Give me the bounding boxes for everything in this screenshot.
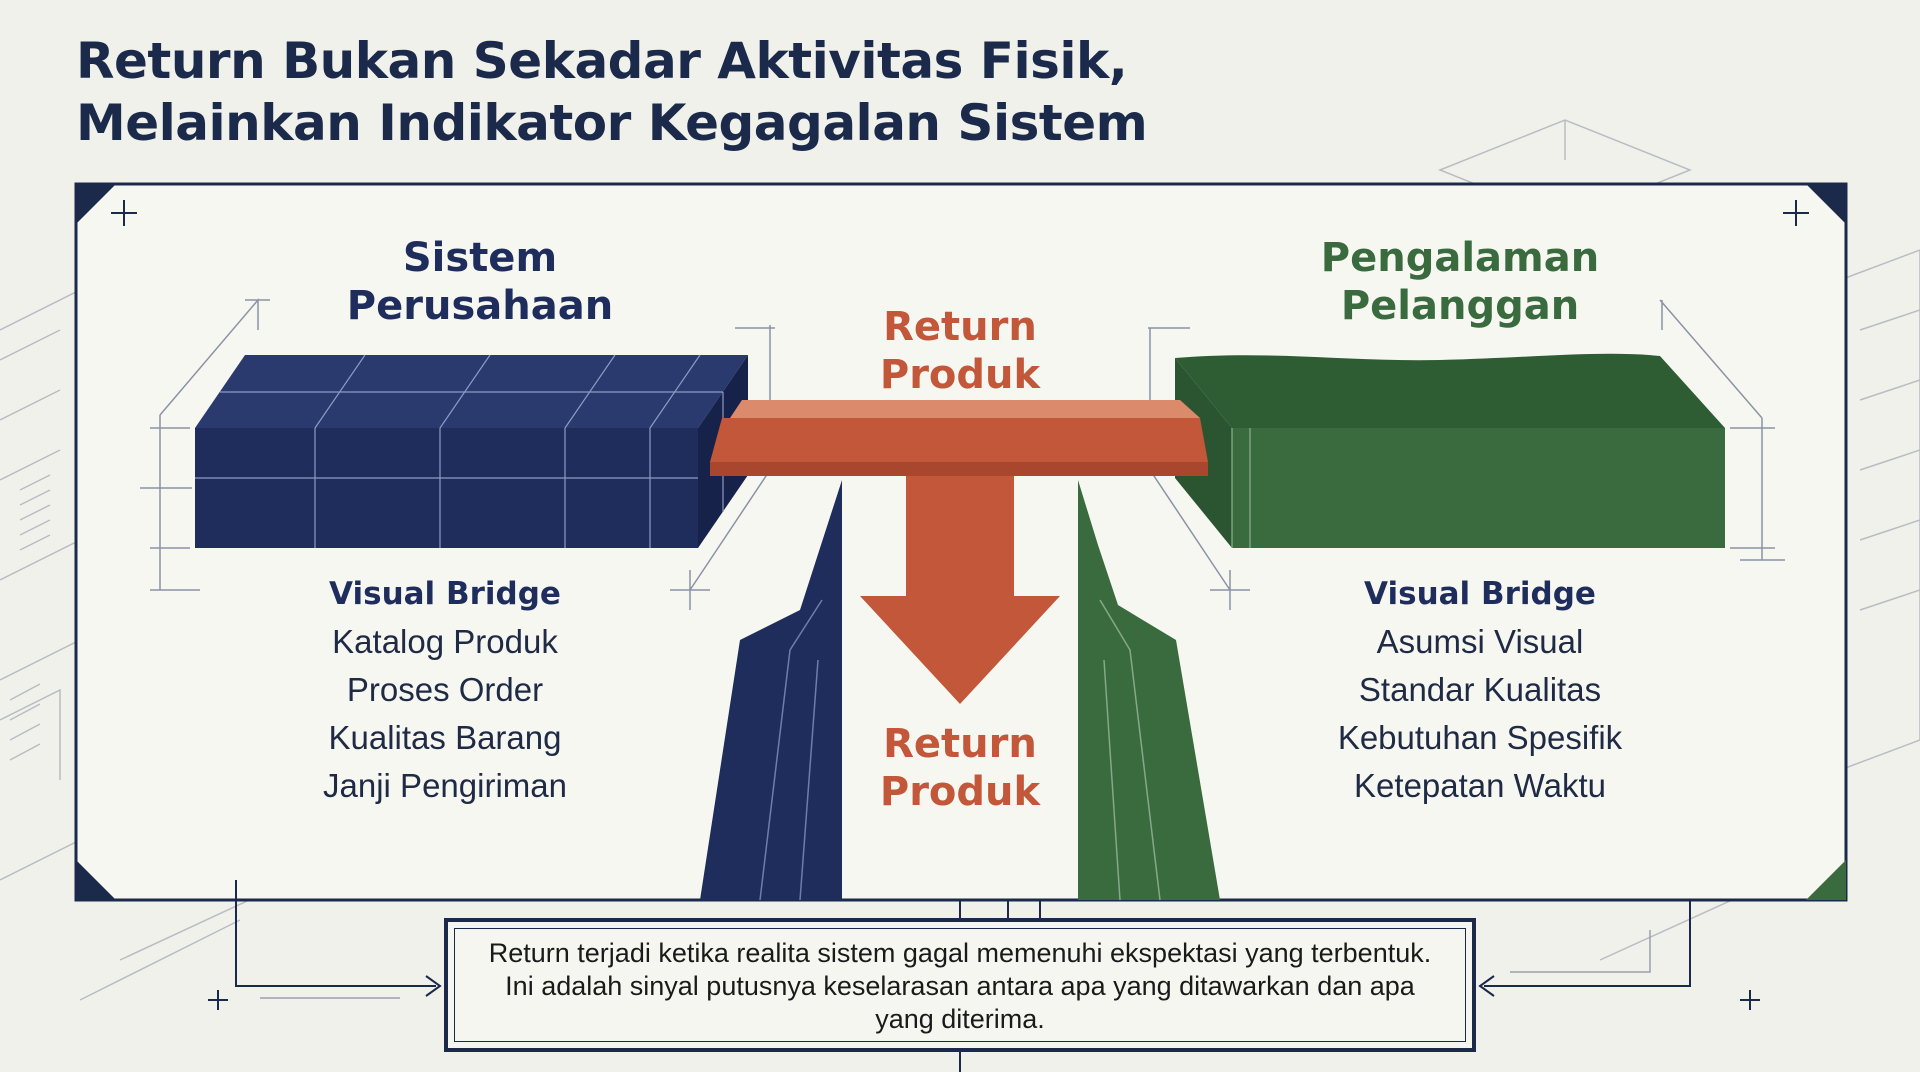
right-visual-bridge: Visual Bridge Asumsi Visual Standar Kual…: [1270, 572, 1690, 810]
return-product-bridge: [710, 400, 1208, 476]
down-arrow-icon: [860, 476, 1060, 704]
center-top-line-2: Produk: [879, 352, 1041, 398]
right-bridge-list: Asumsi Visual Standar Kualitas Kebutuhan…: [1270, 618, 1690, 810]
center-top-line-1: Return: [883, 304, 1037, 350]
list-item: Katalog Produk: [332, 623, 558, 660]
company-system-block: [140, 297, 775, 610]
left-title-line-2: Perusahaan: [346, 283, 614, 329]
list-item: Kualitas Barang: [328, 719, 562, 756]
center-bottom-line-1: Return: [883, 721, 1037, 767]
left-bridge-heading: Visual Bridge: [329, 576, 561, 612]
right-bridge-heading: Visual Bridge: [1364, 576, 1596, 612]
left-cliff: [700, 480, 842, 900]
list-item: Kebutuhan Spesifik: [1337, 719, 1623, 756]
note-connectors: [208, 880, 1760, 1072]
list-item: Asumsi Visual: [1376, 623, 1584, 660]
right-title-line-1: Pengalaman: [1320, 235, 1600, 281]
center-label-bottom: Return Produk: [810, 720, 1110, 816]
list-item: Standar Kualitas: [1358, 671, 1602, 708]
page-title: Return Bukan Sekadar Aktivitas Fisik, Me…: [76, 30, 1148, 154]
list-item: Proses Order: [346, 671, 544, 708]
left-panel-title: Sistem Perusahaan: [300, 234, 660, 330]
list-item: Janji Pengiriman: [323, 767, 567, 804]
left-title-line-1: Sistem: [402, 235, 558, 281]
right-panel-title: Pengalaman Pelanggan: [1270, 234, 1650, 330]
center-label-top: Return Produk: [810, 303, 1110, 399]
summary-note-box: Return terjadi ketika realita sistem gag…: [444, 918, 1476, 1052]
right-title-line-2: Pelanggan: [1340, 283, 1580, 329]
title-line-1: Return Bukan Sekadar Aktivitas Fisik,: [76, 32, 1128, 90]
left-bridge-list: Katalog Produk Proses Order Kualitas Bar…: [235, 618, 655, 810]
center-bottom-line-2: Produk: [879, 769, 1041, 815]
list-item: Ketepatan Waktu: [1354, 767, 1606, 804]
left-visual-bridge: Visual Bridge Katalog Produk Proses Orde…: [235, 572, 655, 810]
title-line-2: Melainkan Indikator Kegagalan Sistem: [76, 94, 1148, 152]
summary-note-text: Return terjadi ketika realita sistem gag…: [488, 938, 1432, 1034]
customer-experience-block: [1148, 299, 1785, 610]
